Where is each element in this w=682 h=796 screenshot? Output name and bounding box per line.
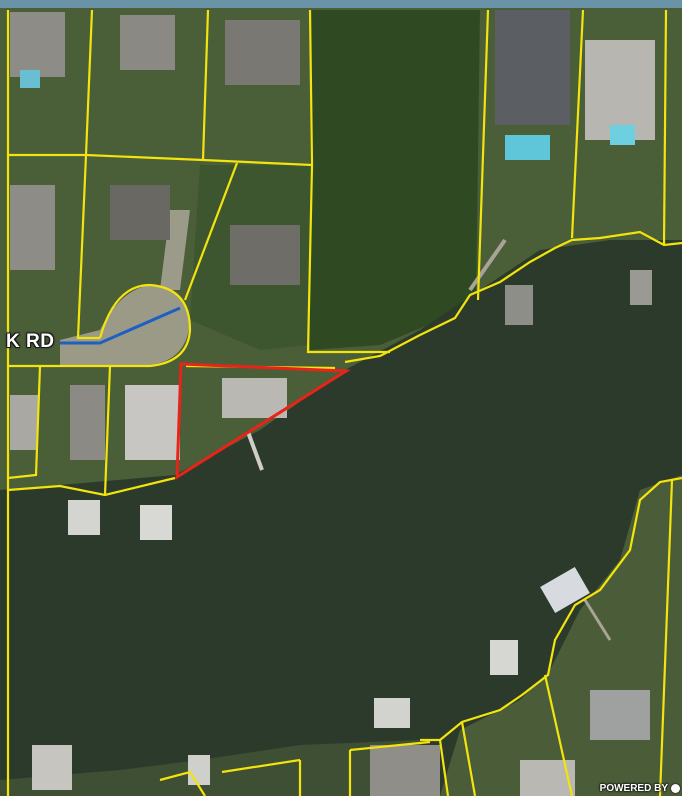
rooftop (590, 690, 650, 740)
parcel-boundaries (6, 9, 682, 796)
south-shore-land (0, 740, 440, 796)
pool (505, 135, 550, 160)
boathouse (140, 505, 172, 540)
dock (583, 599, 612, 641)
boathouse (540, 567, 590, 613)
rooftop (225, 20, 300, 85)
powered-by-logo-icon (671, 784, 680, 793)
rooftop (222, 378, 287, 418)
dock (468, 238, 507, 292)
rooftop (10, 12, 65, 77)
boathouse (188, 755, 210, 785)
boathouse (630, 270, 652, 305)
selected-parcel-outline[interactable] (175, 362, 351, 480)
rooftop (10, 185, 55, 270)
rooftop (585, 40, 655, 140)
rooftop (370, 745, 440, 796)
boathouse (374, 698, 410, 728)
rooftop (32, 745, 72, 790)
attribution[interactable]: POWERED BY (600, 783, 680, 794)
road-name-label: K RD (6, 331, 55, 352)
rooftop (10, 395, 38, 450)
cul-de-sac (60, 285, 190, 365)
rooftop (125, 385, 180, 460)
rooftop (120, 15, 175, 70)
wooded-lot (310, 10, 480, 350)
boathouse (505, 285, 533, 325)
rooftop (110, 185, 170, 240)
road-centerline (60, 306, 181, 345)
rooftop (495, 10, 570, 125)
dock (246, 431, 264, 471)
rooftop (70, 385, 105, 460)
rooftop (230, 225, 300, 285)
boathouse (490, 640, 518, 675)
boathouse (68, 500, 100, 535)
rooftop (520, 760, 575, 796)
pool (610, 125, 635, 145)
attribution-text: POWERED BY (599, 783, 668, 794)
pool (20, 70, 40, 88)
